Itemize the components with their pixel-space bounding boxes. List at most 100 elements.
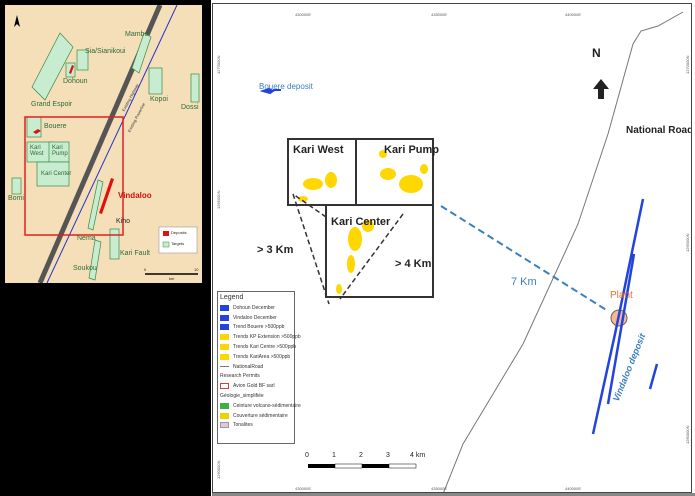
- label-sia: Sia/Sianikoui: [85, 48, 126, 55]
- coord-top-0: 430000E: [295, 12, 312, 17]
- legend-label: Trends KariArea >500ppb: [233, 353, 291, 360]
- scale-tick-1: 1: [332, 452, 336, 459]
- label-nema: Nema: [77, 235, 96, 242]
- inset-north-arrow-icon: [14, 15, 20, 27]
- legend-label: Trend Bouere >500ppb: [233, 324, 285, 331]
- regional-inset-map: Mambo Sia/Sianikoui Dohoun Grand Espoir …: [5, 5, 202, 283]
- legend-item: Vindaloo December: [220, 313, 292, 323]
- inset-scale-end: 10: [194, 267, 199, 272]
- target-bomi: [11, 177, 22, 195]
- label-bouere: Bouere: [44, 123, 67, 130]
- label-kari-west: Kari West: [293, 144, 344, 156]
- deposit-bouere: [33, 129, 41, 134]
- legend-heading-permits: Research Permits: [220, 373, 260, 380]
- inset-scale-start: 0: [144, 267, 147, 272]
- label-mambo: Mambo: [125, 31, 149, 38]
- coord-left-2: 1260000N: [216, 460, 221, 479]
- label-dossi: Dossi: [181, 104, 199, 111]
- target-mambo: [131, 32, 152, 74]
- legend-item: Trend Bouere >500ppb: [220, 323, 292, 333]
- label-vindaloo: Vindaloo: [118, 191, 152, 200]
- legend-label: Tonalites: [233, 422, 253, 429]
- legend-swatch: [220, 366, 229, 368]
- deposit-vindaloo: [99, 178, 114, 214]
- legend-label: Trends Kari Centre >500ppb: [233, 344, 297, 351]
- inset-graphics: [11, 5, 200, 283]
- label-national-road: National Road: [626, 125, 692, 136]
- north-label: N: [592, 46, 601, 60]
- powerline-line: [46, 5, 178, 283]
- label-distance-3km: > 3 Km: [257, 244, 294, 256]
- coord-top-2: 440000E: [565, 12, 582, 17]
- legend-title: Legend: [220, 294, 244, 301]
- label-grand-espoir: Grand Espoir: [31, 101, 73, 108]
- legend-item: Tonalites: [220, 421, 292, 431]
- legend-item: Trends Kari Centre >500ppb: [220, 342, 296, 352]
- legend-deposits: Deposits: [171, 230, 187, 235]
- target-soukou: [88, 239, 102, 281]
- coord-left-0: 1270000N: [216, 55, 221, 74]
- label-plant: Plant: [610, 290, 633, 301]
- legend-label: Ceinture volcano-sédimentaire: [233, 402, 301, 409]
- legend-label: Trends KP Extension >500ppb: [233, 334, 301, 341]
- coord-bottom-0: 430000E: [295, 486, 312, 491]
- legend-label: Dohoun December: [233, 304, 275, 311]
- legend-label: Couverture sédimentaire: [233, 412, 288, 419]
- legend-swatch: [220, 383, 229, 390]
- label-distance-4km: > 4 Km: [395, 258, 432, 270]
- legend-item: Trends KariArea >500ppb: [220, 352, 292, 362]
- scale-tick-4: 4 km: [410, 452, 426, 459]
- label-kari-fault: Kari Fault: [120, 250, 150, 257]
- legend-swatch: [220, 353, 229, 360]
- legend-item: Ceinture volcano-sédimentaire: [220, 401, 301, 411]
- label-dohoun: Dohoun: [63, 78, 88, 85]
- bouere-deposit-shape: [259, 87, 281, 95]
- target-grand-espoir: [31, 32, 74, 101]
- main-map: 430000E 435000E 440000E 430000E 435000E …: [212, 3, 692, 493]
- coord-right-1: 1265000N: [685, 233, 690, 252]
- legend-item-road: NationalRoad: [220, 362, 292, 372]
- target-kari-fault: [109, 228, 120, 260]
- label-kari-center: Kari Center: [331, 216, 391, 228]
- coord-right-2: 1260000N: [685, 425, 690, 444]
- coord-left-1: 1265000N: [216, 190, 221, 209]
- label-bomi: Bomi: [8, 195, 24, 202]
- label-kari-pump: Kari Pump: [384, 144, 440, 156]
- legend-swatch: [220, 412, 229, 419]
- label-distance-7km: 7 Km: [511, 276, 537, 288]
- target-bouere: [26, 116, 42, 138]
- legend-label: NationalRoad: [233, 363, 264, 370]
- kari-center-box: [325, 204, 434, 298]
- scale-tick-0: 0: [305, 452, 309, 459]
- study-area-frame: [24, 116, 124, 236]
- legend-item: Dohoun December: [220, 303, 292, 313]
- national-road-line: [443, 11, 684, 492]
- legend-swatch: [220, 422, 229, 429]
- target-dossi: [190, 73, 200, 103]
- legend-item: Couverture sédimentaire: [220, 411, 292, 421]
- legend-swatch: [220, 324, 229, 331]
- legend-targets: Targets: [171, 241, 185, 246]
- label-kopoi: Kopoi: [150, 96, 168, 103]
- label-bouere-deposit: Bouere deposit: [259, 82, 313, 91]
- coord-right-0: 1270000N: [685, 55, 690, 74]
- map-legend: Legend Dohoun December Vindaloo December…: [217, 291, 301, 444]
- legend-swatch: [220, 344, 229, 351]
- kari-trends: [298, 150, 428, 294]
- legend-swatch: [220, 402, 229, 409]
- seven-km-arrow: [440, 205, 609, 312]
- coord-bottom-2: 440000E: [565, 486, 582, 491]
- label-kari-west: Kari West: [30, 145, 44, 157]
- legend-label: Avion Gold BF sarl: [233, 383, 275, 390]
- legend-swatch: [220, 304, 229, 311]
- legend-item: Trends KP Extension >500ppb: [220, 332, 301, 342]
- main-map-graphics: [259, 11, 684, 492]
- deposit-dohoun: [69, 65, 74, 74]
- north-arrow-icon: [593, 79, 609, 99]
- coord-bottom-1: 435000E: [431, 486, 448, 491]
- label-kari-pump: Kari Pump: [52, 145, 68, 157]
- target-nema: [87, 179, 104, 231]
- legend-item-permit: Avion Gold BF sarl: [220, 381, 292, 391]
- bottom-border: [212, 493, 695, 496]
- distance-arrows: [292, 193, 404, 305]
